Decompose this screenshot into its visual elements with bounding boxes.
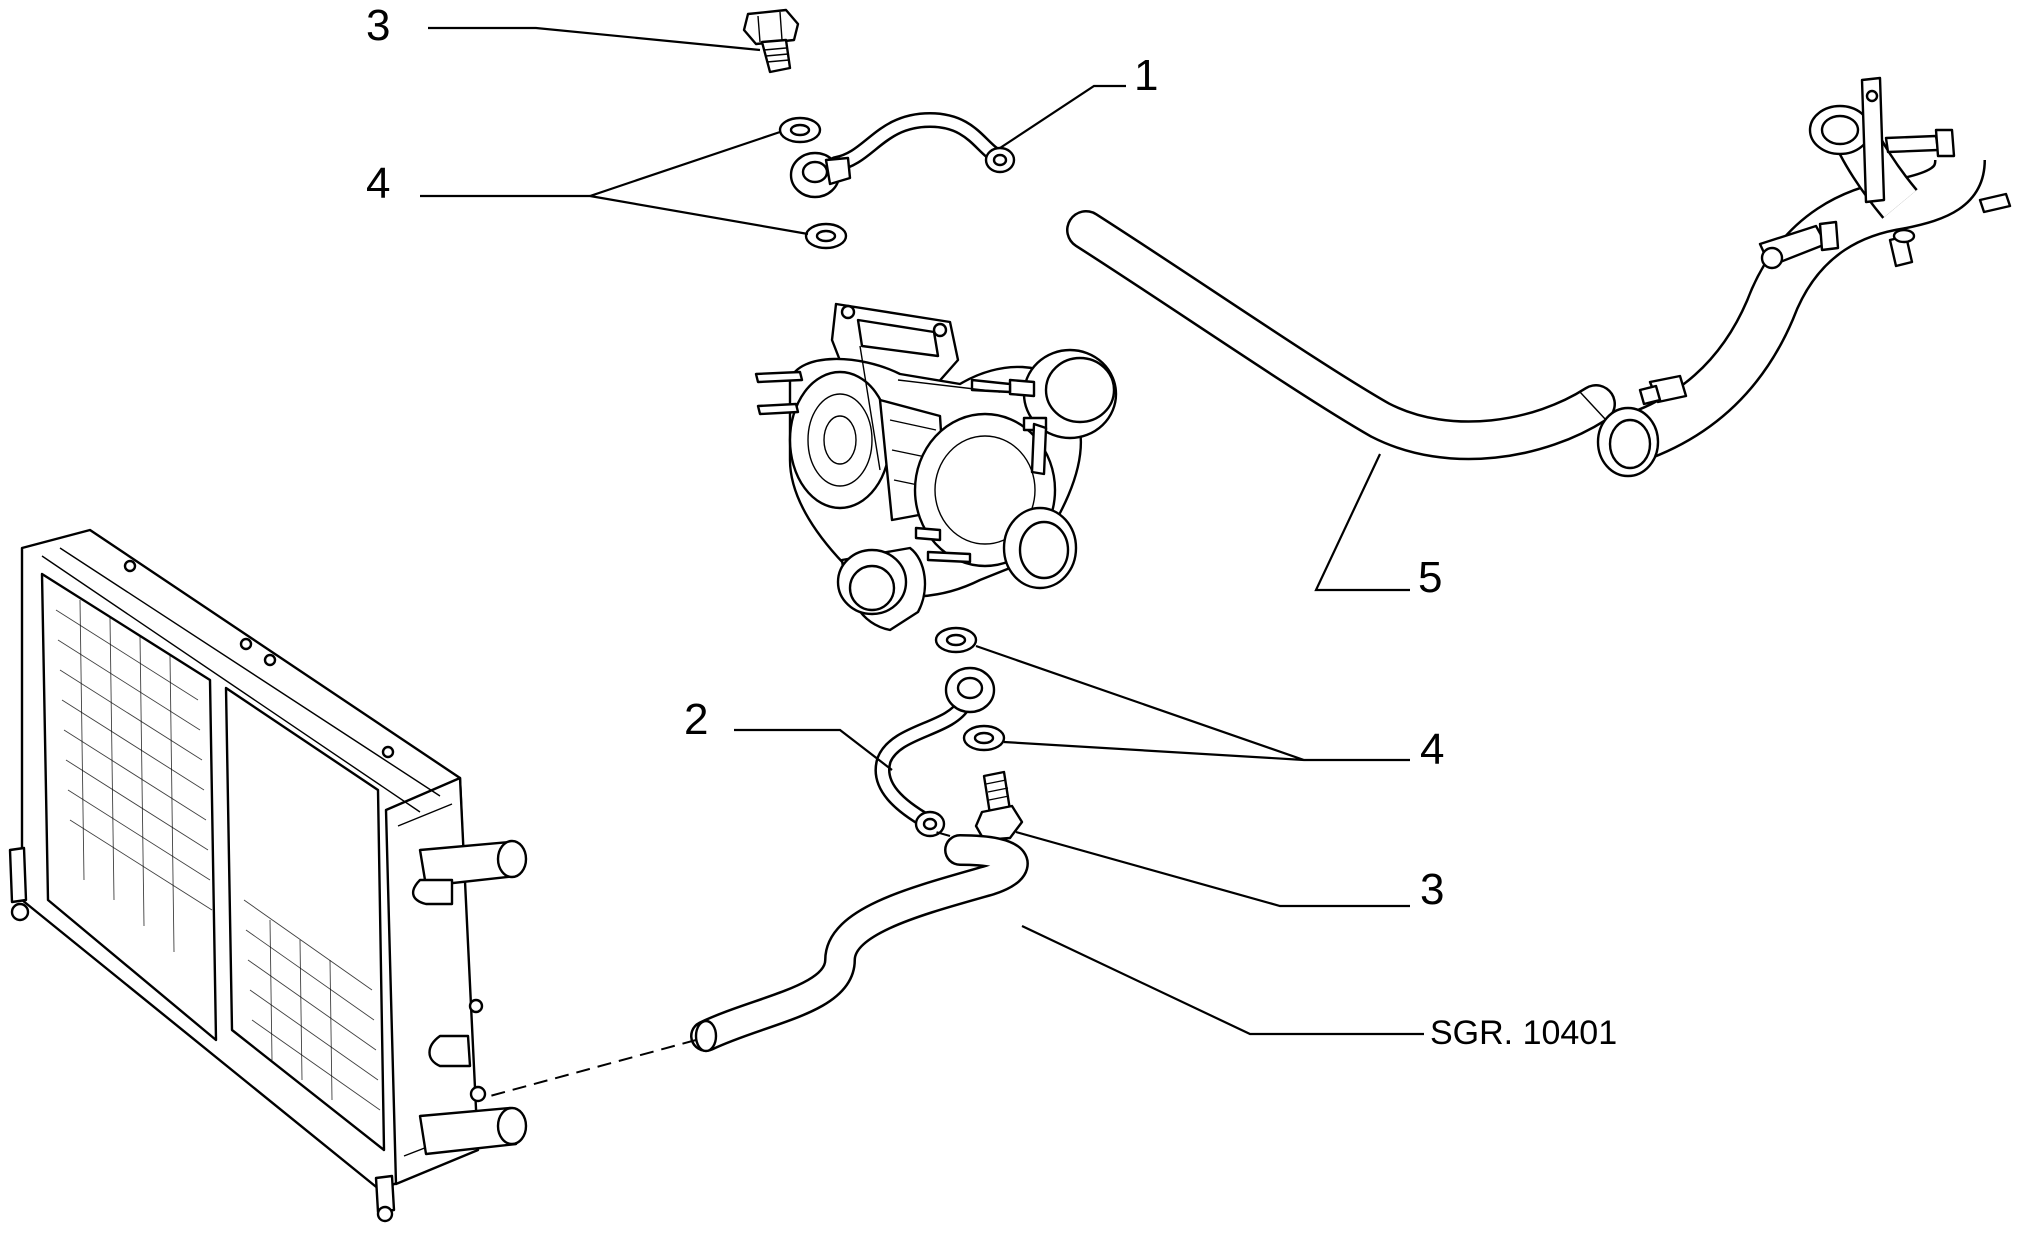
coolant-metal-pipe [1596, 76, 2012, 478]
oil-supply-pipe [789, 112, 1016, 199]
callout-1: 1 [1134, 51, 1158, 100]
reference-label: SGR. 10401 [1430, 1014, 1617, 1052]
callout-labels: 3 1 4 5 2 4 3 SGR. 10401 [366, 1, 1617, 1052]
callout-4-bottom: 4 [1420, 725, 1444, 774]
leader-c4-bottom [975, 644, 1410, 762]
callout-5: 5 [1418, 553, 1442, 602]
radiator-core-hatching [55, 599, 381, 1111]
turbocharger [754, 302, 1118, 632]
callout-4-top: 4 [366, 159, 390, 208]
leader-c4-top [420, 130, 809, 236]
callout-2: 2 [684, 695, 708, 744]
sealing-washer-bottom-2 [962, 724, 1006, 752]
leader-c3-bottom [1015, 830, 1410, 908]
callout-3-bottom: 3 [1420, 865, 1444, 914]
radiator [8, 528, 528, 1223]
leader-c3-top [428, 26, 761, 52]
sealing-washer-top-2 [804, 222, 848, 250]
sealing-washer-bottom-1 [934, 626, 978, 654]
banjo-bolt-bottom [974, 770, 1024, 842]
leader-c2 [734, 728, 893, 771]
banjo-bolt-top [742, 8, 800, 74]
leader-c1 [999, 84, 1126, 149]
leader-lines [420, 26, 1424, 1036]
lower-coolant-hose [489, 831, 1029, 1097]
coolant-hose-long [1066, 210, 1616, 461]
sealing-washer-top-1 [778, 116, 822, 144]
callout-3-top: 3 [366, 1, 390, 50]
leader-c5 [1314, 453, 1410, 592]
oil-return-pipe [874, 666, 996, 838]
leader-ref [1021, 925, 1424, 1036]
